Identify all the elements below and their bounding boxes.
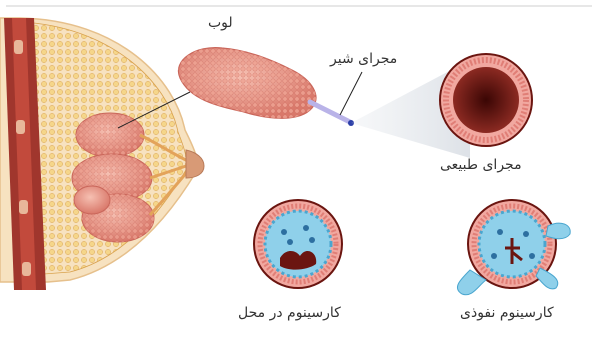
enlarged-lobe [178, 48, 354, 126]
label-invasive-carcinoma: کارسینوم نفوذی [460, 306, 554, 320]
normal-duct-cross-section [440, 54, 532, 146]
carcinoma-in-situ-cross-section [254, 200, 342, 288]
invasive-carcinoma-cross-section [457, 200, 570, 295]
breast-cross-section [0, 18, 204, 290]
label-normal-duct: مجرای طبیعی [440, 158, 522, 172]
label-carcinoma-in-situ: کارسینوم در محل [238, 306, 341, 320]
label-lobe: لوب [208, 16, 233, 30]
label-milk-duct: مجرای شیر [330, 52, 397, 66]
